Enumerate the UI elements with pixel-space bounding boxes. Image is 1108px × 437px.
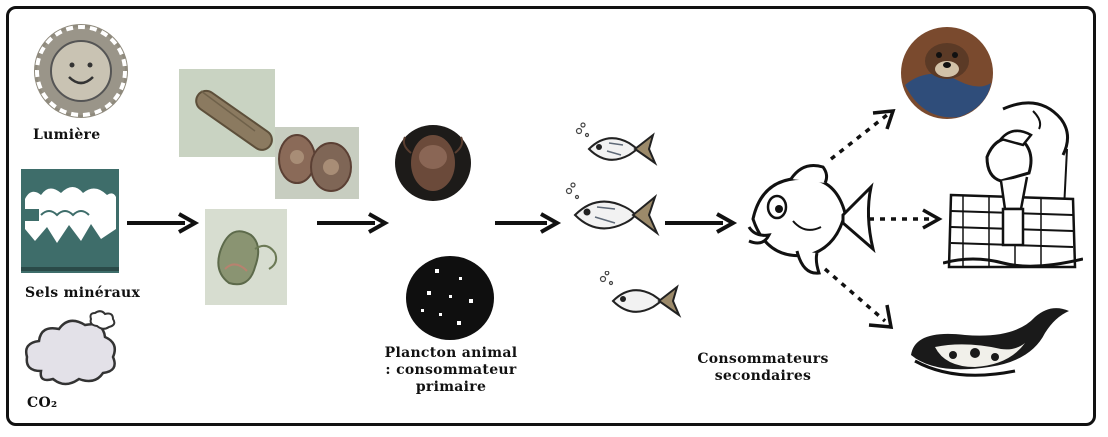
dotted-arrow-to-otter <box>821 265 897 331</box>
arrow-to-big-fish <box>663 211 739 235</box>
small-fish-icon-1 <box>575 121 661 173</box>
plancton-animal-line-1: Plancton animal <box>371 345 531 362</box>
plancton-animal-line-3: primaire <box>371 379 531 396</box>
lumiere-label: Lumière <box>33 127 100 144</box>
small-fish-icon-3 <box>599 271 685 325</box>
fisherman-icon <box>943 99 1083 271</box>
small-fish-icon-2 <box>565 181 661 245</box>
arrow-to-phytoplankton <box>125 211 201 235</box>
arrow-to-small-fish <box>493 211 563 235</box>
phytoplankton-cells-image <box>275 127 359 199</box>
zooplankton-copepod-image <box>393 123 473 203</box>
sels-mineraux-label: Sels minéraux <box>25 285 140 302</box>
dotted-arrow-to-seal <box>827 105 899 163</box>
otter-icon <box>905 295 1073 385</box>
plancton-animal-line-2: : consommateur <box>371 362 531 379</box>
dotted-arrow-to-fisherman <box>867 207 945 231</box>
consommateurs-line-2: secondaires <box>673 368 853 385</box>
phytoplankton-green-image <box>205 209 287 305</box>
food-chain-diagram: Lumière Sels minéraux CO₂ <box>6 6 1096 426</box>
phytoplankton-diatom-image <box>179 69 275 157</box>
co2-label: CO₂ <box>27 395 57 412</box>
co2-cloud-icon <box>19 309 123 393</box>
arrow-to-zooplankton <box>315 211 391 235</box>
zooplankton-dots-image <box>405 255 495 341</box>
mineral-salts-icon <box>21 169 119 273</box>
sun-icon <box>31 21 131 121</box>
consommateurs-line-1: Consommateurs <box>673 351 853 368</box>
consommateurs-secondaires-label: Consommateurs secondaires <box>673 351 853 385</box>
plancton-animal-label: Plancton animal : consommateur primaire <box>371 345 531 396</box>
